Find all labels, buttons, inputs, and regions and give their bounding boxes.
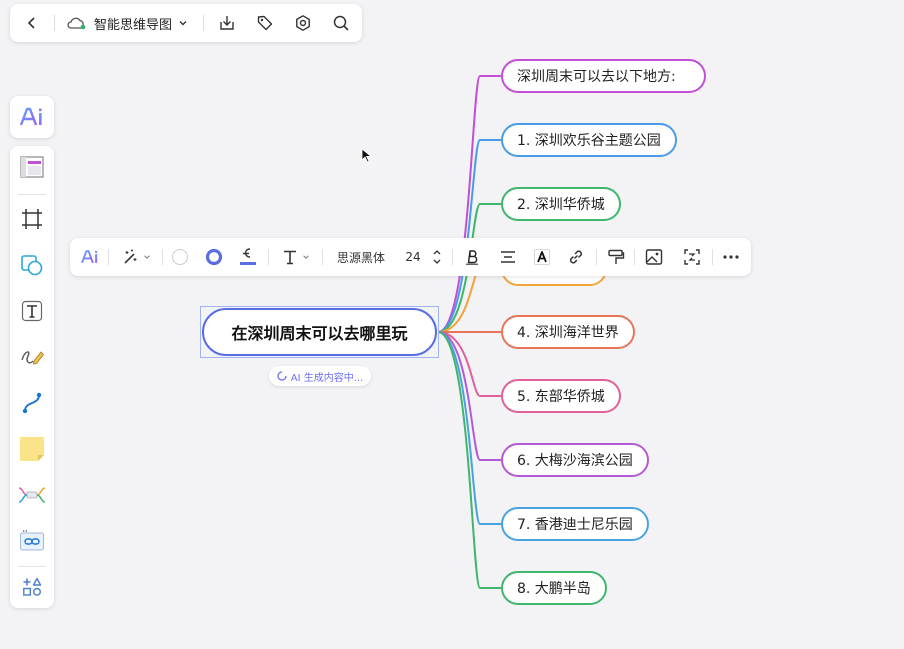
branch-connector	[437, 331, 501, 462]
pen-tool-button[interactable]	[17, 342, 47, 372]
frame-template-button[interactable]	[17, 152, 47, 182]
chevron-left-icon	[27, 17, 35, 29]
text-style-dropdown[interactable]	[276, 245, 316, 269]
cloud-icon	[67, 17, 86, 30]
magic-wand-icon	[124, 249, 137, 264]
root-node[interactable]: 在深圳周末可以去哪里玩	[202, 308, 437, 356]
text-tool-button[interactable]	[17, 296, 47, 326]
text-color-icon	[534, 249, 550, 265]
align-button[interactable]	[496, 245, 520, 269]
line-style-button[interactable]	[236, 245, 260, 269]
text-icon	[21, 300, 43, 322]
branch-connector	[437, 139, 501, 333]
ai-format-button[interactable]	[78, 245, 102, 269]
format-toolbar: 思源黑体 24	[70, 238, 751, 276]
branch-connector	[437, 203, 501, 333]
font-size-value[interactable]: 24	[405, 250, 421, 264]
branch-connector	[437, 331, 501, 398]
magic-style-dropdown[interactable]	[116, 245, 156, 269]
link-card-icon	[20, 530, 44, 551]
chevron-down-icon	[179, 21, 187, 26]
stepper-icon	[433, 250, 441, 264]
sticky-note-button[interactable]	[17, 434, 47, 464]
branch-node[interactable]: 4. 深圳海洋世界	[501, 315, 635, 349]
mouse-cursor-icon	[361, 148, 373, 163]
ai-icon	[81, 250, 98, 264]
mindmap-tool-button[interactable]	[17, 480, 47, 510]
link-button[interactable]	[564, 245, 588, 269]
structure-icon	[684, 249, 700, 265]
format-painter-button[interactable]	[604, 245, 628, 269]
download-icon	[220, 16, 234, 30]
format-painter-icon	[608, 249, 625, 264]
search-icon	[333, 15, 349, 31]
doc-title-dropdown[interactable]: 智能思维导图	[66, 11, 196, 35]
settings-button[interactable]	[291, 11, 315, 35]
apps-icon	[23, 577, 42, 596]
branch-node[interactable]: 8. 大鹏半岛	[501, 571, 607, 605]
tag-icon	[257, 15, 273, 31]
image-icon	[645, 249, 663, 265]
branch-node[interactable]: 6. 大梅沙海滨公园	[501, 443, 649, 477]
link-icon	[569, 250, 583, 264]
branch-node[interactable]: 2. 深圳华侨城	[501, 187, 621, 221]
text-color-button[interactable]	[530, 245, 554, 269]
left-toolbar	[10, 146, 54, 608]
search-button[interactable]	[329, 11, 353, 35]
ai-button[interactable]	[17, 102, 47, 132]
align-center-icon	[501, 251, 515, 263]
fill-color-button[interactable]	[168, 245, 192, 269]
gear-icon	[296, 15, 310, 31]
more-options-button[interactable]	[719, 245, 743, 269]
export-button[interactable]	[215, 11, 239, 35]
font-family-select[interactable]: 思源黑体	[336, 250, 385, 265]
bold-button[interactable]	[460, 245, 484, 269]
branch-connector	[437, 331, 501, 525]
insert-image-button[interactable]	[642, 245, 666, 269]
curve-connector-icon	[22, 392, 42, 414]
pen-icon	[21, 351, 45, 365]
line-style-icon	[240, 248, 256, 265]
root-selection-box	[200, 306, 439, 358]
tag-button[interactable]	[253, 11, 277, 35]
doc-title: 智能思维导图	[94, 17, 173, 33]
branch-connector	[437, 331, 501, 590]
frame-tool-button[interactable]	[17, 204, 47, 234]
link-card-button[interactable]	[17, 526, 47, 556]
shape-tool-button[interactable]	[17, 250, 47, 280]
ai-assistant-panel	[10, 96, 54, 138]
ai-status-badge: AI 生成内容中...	[269, 366, 371, 386]
ai-status-text: AI 生成内容中...	[290, 372, 364, 384]
branch-node[interactable]: 7. 香港迪士尼乐园	[501, 507, 649, 541]
branch-connector	[437, 74, 501, 333]
ai-icon	[19, 107, 42, 126]
template-icon	[20, 156, 44, 178]
border-color-icon	[205, 248, 223, 266]
branch-node[interactable]: 5. 东部华侨城	[501, 379, 621, 413]
back-button[interactable]	[20, 11, 44, 35]
chevron-down-icon	[303, 255, 309, 259]
more-tools-button[interactable]	[17, 572, 47, 602]
branch-node[interactable]: 1. 深圳欢乐谷主题公园	[501, 123, 677, 157]
structure-button[interactable]	[680, 245, 704, 269]
chevron-down-icon	[144, 255, 150, 259]
mindmap-icon	[18, 487, 46, 503]
connector-tool-button[interactable]	[17, 388, 47, 418]
border-color-button[interactable]	[202, 245, 226, 269]
more-icon	[723, 255, 739, 259]
bold-icon	[466, 250, 478, 265]
branch-node[interactable]: 深圳周末可以去以下地方:	[501, 59, 706, 93]
sticky-note-icon	[20, 437, 44, 461]
text-icon	[284, 250, 296, 265]
top-toolbar: 智能思维导图	[10, 4, 362, 42]
frame-icon	[22, 209, 42, 229]
font-size-stepper[interactable]	[430, 245, 444, 269]
shape-icon	[21, 255, 43, 276]
fill-color-icon	[172, 249, 188, 265]
loading-icon	[277, 371, 287, 381]
